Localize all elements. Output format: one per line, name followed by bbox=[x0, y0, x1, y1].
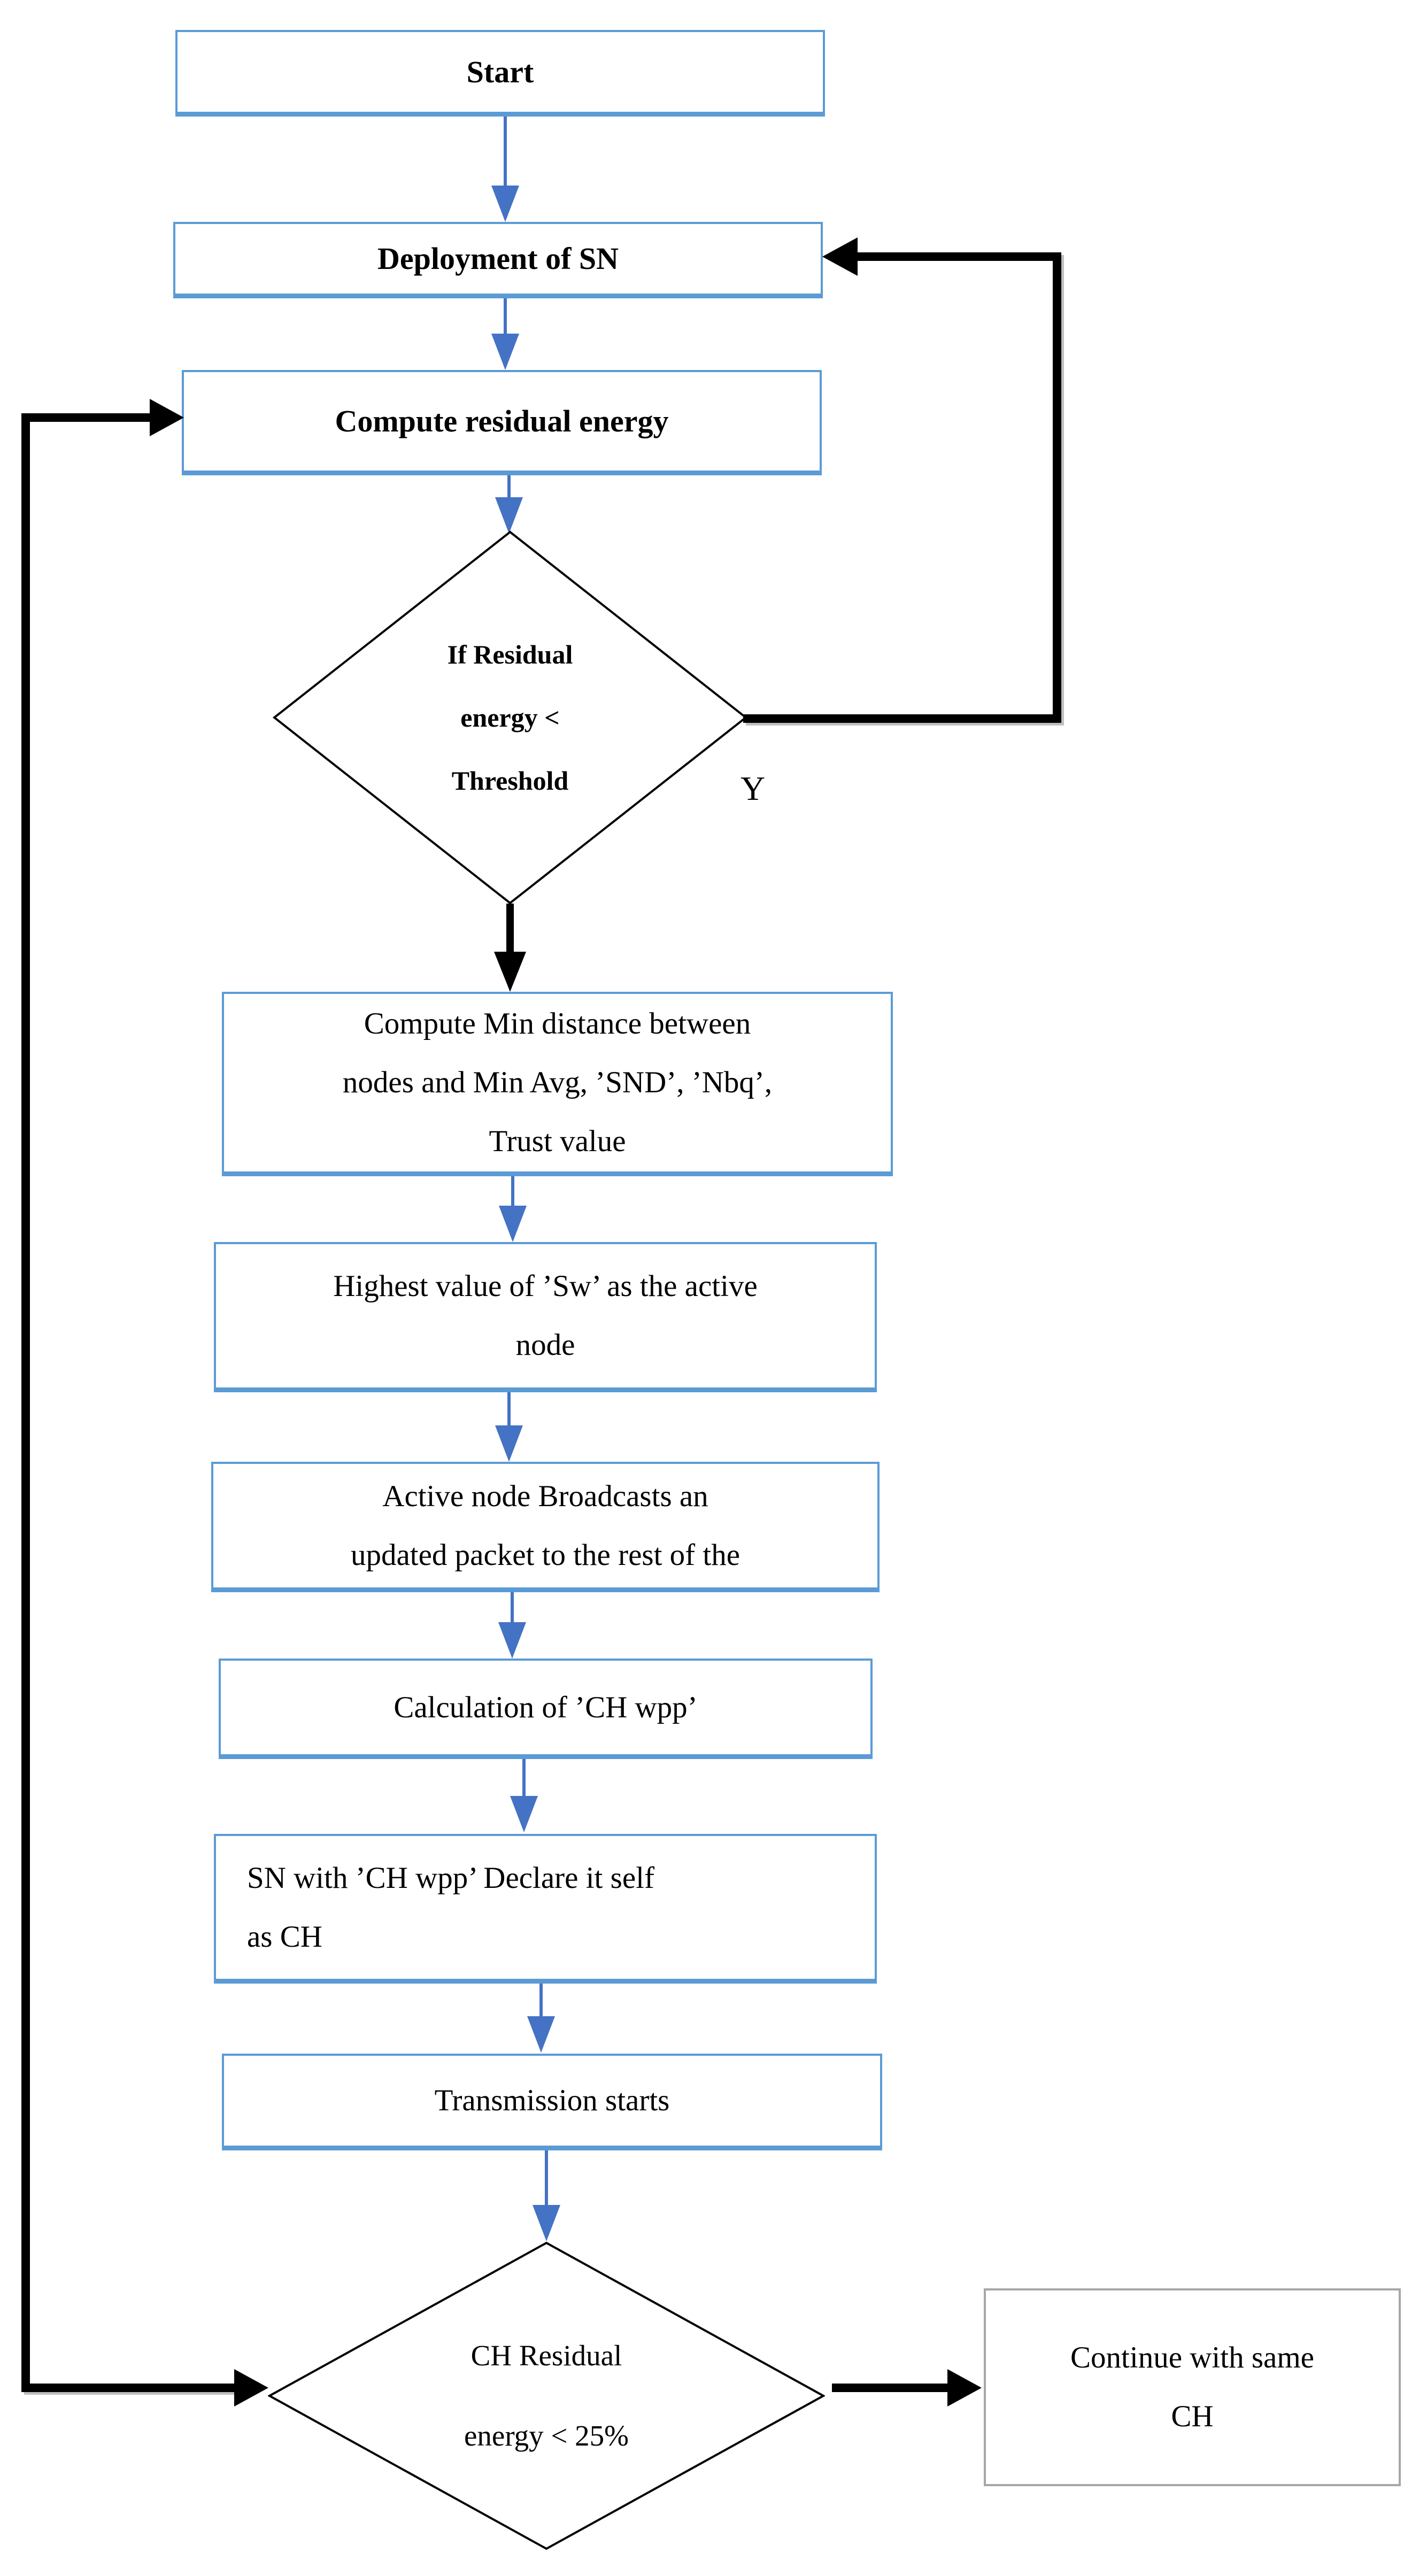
deployment-label: Deployment of SN bbox=[377, 241, 619, 276]
flow-arrowhead-start-deployment bbox=[491, 186, 519, 222]
broadcast-line1: Active node Broadcasts an bbox=[382, 1479, 708, 1513]
compute-min-node: Compute Min distance between nodes and M… bbox=[222, 992, 893, 1176]
compute-residual-label: Compute residual energy bbox=[335, 404, 669, 438]
flow-arrowhead-declare-transmission bbox=[527, 2016, 555, 2053]
flow-arrow-broadcast-calculation bbox=[511, 1592, 514, 1623]
declare-ch-line2: as CH bbox=[247, 1919, 322, 1954]
loop-right-horizontal-bottom bbox=[743, 714, 1061, 723]
decision-arrow-stem bbox=[506, 904, 514, 954]
decision-residual-line3: Threshold bbox=[451, 766, 569, 796]
highest-value-node: Highest value of ’Sw’ as the active node bbox=[214, 1242, 877, 1392]
flow-arrowhead-deployment-compute bbox=[491, 334, 519, 370]
flow-arrowhead-transmission-decision bbox=[533, 2205, 560, 2241]
loop-left-horizontal-top bbox=[21, 413, 152, 422]
decision-arrowhead bbox=[494, 952, 526, 992]
compute-min-line1: Compute Min distance between bbox=[364, 1007, 751, 1040]
declare-ch-line1: SN with ’CH wpp’ Declare it self bbox=[247, 1861, 654, 1895]
declare-ch-node: SN with ’CH wpp’ Declare it self as CH bbox=[214, 1834, 877, 1984]
broadcast-node: Active node Broadcasts an updated packet… bbox=[211, 1462, 880, 1592]
decision-ch-shape bbox=[268, 2241, 825, 2550]
loop-right-arrowhead bbox=[822, 237, 858, 276]
loop-left-arrowhead-top bbox=[150, 399, 184, 436]
broadcast-line2: updated packet to the rest of the bbox=[350, 1538, 741, 1572]
transmission-label: Transmission starts bbox=[434, 2084, 670, 2117]
calculation-node: Calculation of ’CH wpp’ bbox=[219, 1659, 873, 1759]
flow-arrow-start-deployment bbox=[504, 117, 507, 187]
compute-min-line2: nodes and Min Avg, ’SND’, ’Nbq’, bbox=[342, 1066, 773, 1099]
flow-arrow-declare-transmission bbox=[539, 1984, 543, 2018]
loop-right-vertical bbox=[1053, 252, 1061, 723]
decision-ch-node: CH Residual energy < 25% bbox=[268, 2241, 825, 2550]
continue-arrow-stem bbox=[832, 2384, 950, 2392]
loop-left-horizontal-bottom bbox=[21, 2384, 236, 2392]
decision-ch-line1: CH Residual bbox=[470, 2339, 622, 2372]
start-label: Start bbox=[466, 54, 534, 89]
decision-residual-line2: energy < bbox=[460, 703, 560, 732]
continue-ch-line1: Continue with same bbox=[1070, 2341, 1314, 2374]
compute-residual-node: Compute residual energy bbox=[182, 370, 822, 475]
flow-arrow-calculation-declare bbox=[522, 1759, 526, 1798]
branch-label-yes: Y bbox=[741, 769, 766, 807]
start-node: Start bbox=[175, 30, 825, 117]
highest-value-line1: Highest value of ’Sw’ as the active bbox=[333, 1269, 758, 1303]
loop-left-vertical bbox=[21, 413, 30, 2392]
transmission-node: Transmission starts bbox=[222, 2054, 882, 2150]
continue-ch-line2: CH bbox=[1171, 2400, 1214, 2433]
loop-left-arrowhead-bottom bbox=[234, 2369, 268, 2407]
continue-arrowhead bbox=[947, 2369, 982, 2407]
calculation-label: Calculation of ’CH wpp’ bbox=[394, 1690, 698, 1724]
decision-residual-node: If Residual energy < Threshold bbox=[273, 530, 747, 905]
flow-arrowhead-broadcast-calculation bbox=[498, 1622, 526, 1659]
continue-ch-node: Continue with same CH bbox=[984, 2288, 1401, 2486]
loop-right-horizontal-top bbox=[857, 252, 1061, 261]
decision-residual-text: If Residual energy < Threshold bbox=[273, 530, 747, 905]
decision-residual-shape bbox=[273, 530, 747, 905]
highest-value-line2: node bbox=[515, 1328, 575, 1362]
flow-arrow-compute-decision bbox=[507, 475, 511, 499]
flow-arrowhead-calculation-declare bbox=[510, 1796, 538, 1832]
compute-min-line3: Trust value bbox=[489, 1124, 626, 1158]
flow-arrow-deployment-compute bbox=[504, 298, 507, 335]
decision-residual-line1: If Residual bbox=[447, 639, 573, 669]
deployment-node: Deployment of SN bbox=[173, 222, 823, 298]
flow-arrow-highest-broadcast bbox=[507, 1392, 511, 1427]
flow-arrowhead-compute-decision bbox=[495, 497, 523, 534]
flow-arrowhead-highest-broadcast bbox=[495, 1425, 523, 1462]
flow-arrow-transmission-decision bbox=[545, 2150, 548, 2207]
decision-ch-text: CH Residual energy < 25% bbox=[268, 2241, 825, 2550]
flow-arrow-min-highest bbox=[511, 1176, 514, 1207]
flow-arrowhead-min-highest bbox=[499, 1206, 527, 1242]
decision-ch-line2: energy < 25% bbox=[464, 2419, 629, 2452]
